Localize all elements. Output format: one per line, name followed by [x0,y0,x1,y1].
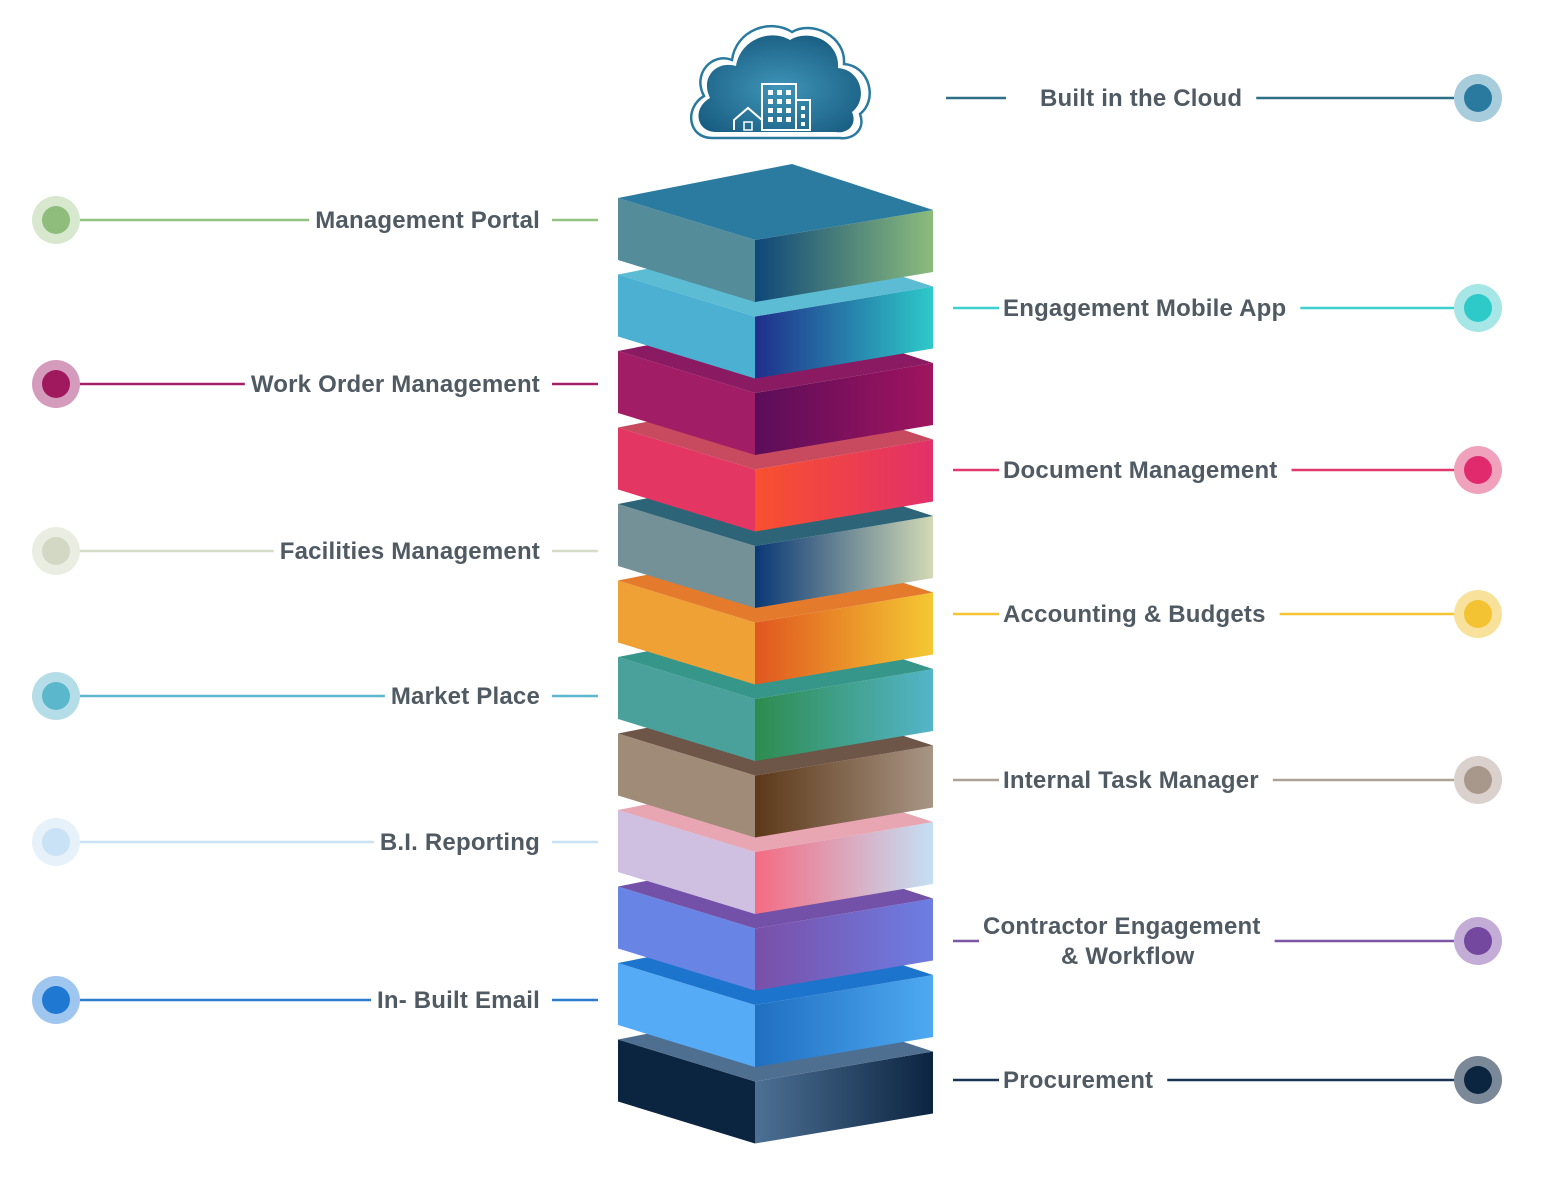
callout-label: Facilities Management [280,538,540,565]
callout-work-order-management: Work Order Management [32,360,598,408]
callout-label: B.I. Reporting [380,829,540,856]
callout-label: Procurement [1003,1067,1153,1094]
marker-dot [1464,456,1492,484]
layer-left-face [618,427,755,532]
marker-dot [1464,1066,1492,1094]
layer-right-face [755,210,933,302]
layer-left-face [618,886,755,991]
layer-left-face [618,963,755,1067]
marker-dot [1464,766,1492,794]
layer-left-face [618,1039,755,1144]
layer-left-face [618,351,755,455]
callout-bi-reporting: B.I. Reporting [32,818,598,866]
marker-dot [1464,927,1492,955]
layer-right-face [755,592,933,685]
callout-procurement: Procurement [953,1056,1502,1104]
marker-dot [42,986,70,1014]
callout-accounting-budgets: Accounting & Budgets [953,590,1502,638]
layer-left-face [618,733,755,838]
callout-market-place: Market Place [32,672,598,720]
layer-stack [618,164,933,1144]
layer-right-face [755,1051,933,1144]
callout-label: Internal Task Manager [1003,767,1259,794]
marker-dot [42,206,70,234]
layer-right-face [755,363,933,455]
callout-contractor-engagement-workflow: Contractor Engagement & Workflow [953,913,1502,970]
callout-label: Market Place [391,683,540,710]
callout-label: Work Order Management [251,371,540,398]
callout-internal-task-manager: Internal Task Manager [953,756,1502,804]
layer-left-face [618,198,755,302]
layer-left-face [618,274,755,379]
callout-label: & Workflow [1061,943,1195,970]
callout-management-portal: Management Portal [32,196,598,244]
marker-dot [42,537,70,565]
marker-dot [42,828,70,856]
callout-in-built-email: In- Built Email [32,976,598,1024]
layer-top-face [618,164,933,240]
callout-label: Contractor Engagement [983,913,1261,940]
callout-document-management: Document Management [953,446,1502,494]
layer-left-face [618,580,755,685]
callout-label: In- Built Email [377,987,540,1014]
layer-right-face [755,898,933,991]
layer-right-face [755,439,933,532]
cloud-buildings-icon [689,24,871,140]
layer-left-face [618,810,755,914]
marker-dot [42,682,70,710]
layer-left-face [618,657,755,761]
layer-right-face [755,975,933,1067]
callout-label: Accounting & Budgets [1003,601,1266,628]
marker-dot [42,370,70,398]
callout-engagement-mobile-app: Engagement Mobile App [953,284,1502,332]
stack-layer [618,164,933,302]
layer-right-face [755,745,933,838]
marker-dot [1464,294,1492,322]
callout-built-in-the-cloud: Built in the Cloud [946,74,1502,122]
layer-left-face [618,504,755,608]
marker-dot [1464,600,1492,628]
callout-facilities-management: Facilities Management [32,527,598,575]
callout-label: Document Management [1003,457,1278,484]
layer-right-face [755,516,933,608]
layer-right-face [755,669,933,761]
callout-label: Management Portal [315,207,540,234]
layer-right-face [755,822,933,914]
layer-right-face [755,286,933,379]
callout-label: Built in the Cloud [1040,85,1242,112]
marker-dot [1464,84,1492,112]
callout-label: Engagement Mobile App [1003,295,1286,322]
